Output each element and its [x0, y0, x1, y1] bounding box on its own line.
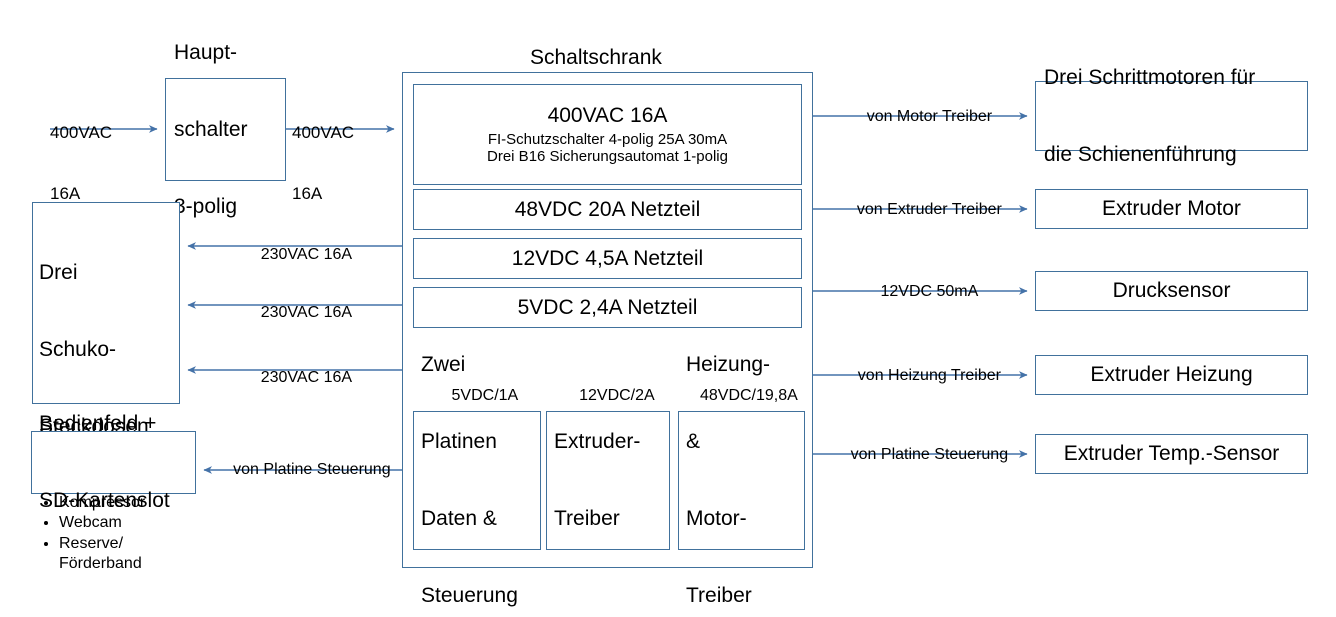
- breaker-line3: Drei B16 Sicherungsautomat 1-polig: [487, 148, 728, 165]
- driver-platinen-line1: Zwei: [421, 353, 466, 377]
- driver-extruder-line2: Treiber: [554, 507, 620, 531]
- socket-feed-text-3: 230VAC 16A: [260, 369, 353, 387]
- schrittmotoren-line1: Drei Schrittmotoren für: [1044, 65, 1256, 89]
- psu-12v-label: 12VDC 4,5A Netzteil: [511, 246, 704, 270]
- cabinet-feed-line1: 400VAC: [292, 122, 355, 142]
- right-feed-label-drucksensor: 12VDC 50mA: [818, 263, 1023, 321]
- driver-box-extruder[interactable]: Extruder- Treiber: [546, 411, 670, 550]
- rail-label-5v-text: 5VDC/1A: [451, 387, 519, 405]
- output-box-extruder-motor[interactable]: Extruder Motor: [1035, 189, 1308, 229]
- psu-box-48v[interactable]: 48VDC 20A Netzteil: [413, 189, 802, 230]
- output-box-temp-sensor[interactable]: Extruder Temp.-Sensor: [1035, 434, 1308, 474]
- right-feed-text-drucksensor: 12VDC 50mA: [880, 283, 979, 301]
- rail-label-48v-text: 48VDC/19,8A: [699, 387, 798, 405]
- list-item: Webcam: [59, 513, 145, 533]
- temp-sensor-label: Extruder Temp.-Sensor: [1063, 442, 1280, 465]
- socket-feed-text-1: 230VAC 16A: [260, 246, 353, 264]
- right-feed-text-motor: von Motor Treiber: [866, 108, 993, 126]
- right-feed-label-tempsensor: von Platine Steuerung: [818, 426, 1023, 484]
- socket-feed-label-1: 230VAC 16A: [205, 226, 390, 284]
- main-switch-line2: schalter: [174, 117, 248, 141]
- right-feed-label-extruder: von Extruder Treiber: [818, 181, 1023, 239]
- rail-label-12v: 12VDC/2A: [552, 367, 664, 425]
- socket-feed-label-3: 230VAC 16A: [205, 349, 390, 407]
- control-panel-feed-label: von Platine Steuerung: [205, 441, 401, 499]
- control-panel-line2: SD-Kartenslot: [39, 489, 170, 513]
- breaker-line2: FI-Schutzschalter 4-polig 25A 30mA: [487, 131, 728, 148]
- main-switch-line1: Haupt-: [174, 40, 238, 64]
- output-box-schrittmotoren[interactable]: Drei Schrittmotoren für die Schienenführ…: [1035, 66, 1308, 166]
- right-feed-label-motor: von Motor Treiber: [818, 88, 1023, 146]
- breaker-panel-box[interactable]: 400VAC 16A FI-Schutzschalter 4-polig 25A…: [413, 84, 802, 185]
- driver-heizung-line2: &: [686, 430, 701, 454]
- psu-box-12v[interactable]: 12VDC 4,5A Netzteil: [413, 238, 802, 279]
- list-item: Reserve/ Förderband: [59, 534, 145, 575]
- schuko-sockets-box[interactable]: Drei Schuko- Steckdosen Kompressor Webca…: [32, 202, 180, 572]
- extruder-heizung-label: Extruder Heizung: [1090, 363, 1253, 386]
- supply-label-line2: 16A: [50, 183, 81, 203]
- supply-label: 400VAC 16A: [50, 82, 112, 245]
- schuko-heading-line1: Drei: [39, 261, 78, 285]
- driver-heizung-line1: Heizung-: [686, 353, 771, 377]
- driver-box-heizung-motor[interactable]: Heizung- & Motor- Treiber: [678, 353, 805, 607]
- driver-platinen-line4: Steuerung: [421, 583, 518, 607]
- control-panel-line1: Bedienfeld +: [39, 412, 157, 436]
- main-switch-box[interactable]: Haupt- schalter 3-polig: [165, 41, 286, 218]
- schuko-items-list: Kompressor Webcam Reserve/ Förderband: [33, 493, 145, 575]
- supply-label-line1: 400VAC: [50, 122, 113, 142]
- right-feed-label-heizung: von Heizung Treiber: [818, 347, 1023, 405]
- right-feed-text-heizung: von Heizung Treiber: [857, 367, 1001, 385]
- right-feed-text-extruder: von Extruder Treiber: [856, 201, 1002, 219]
- rail-label-12v-text: 12VDC/2A: [579, 387, 655, 405]
- driver-extruder-line1: Extruder-: [554, 430, 641, 454]
- control-panel-feed-text: von Platine Steuerung: [233, 461, 391, 479]
- driver-platinen-line3: Daten &: [421, 507, 497, 531]
- cabinet-feed-label: 400VAC 16A: [292, 82, 354, 245]
- output-box-extruder-heizung[interactable]: Extruder Heizung: [1035, 355, 1308, 395]
- driver-heizung-line3: Motor-: [686, 507, 747, 531]
- socket-feed-text-2: 230VAC 16A: [260, 304, 353, 322]
- drucksensor-label: Drucksensor: [1112, 279, 1231, 302]
- driver-box-platinen[interactable]: Zwei Platinen Daten & Steuerung: [413, 353, 541, 607]
- schrittmotoren-line2: die Schienenführung: [1044, 142, 1237, 166]
- driver-heizung-line4: Treiber: [686, 583, 752, 607]
- main-switch-line3: 3-polig: [174, 194, 238, 218]
- schuko-heading-line2: Schuko-: [39, 338, 117, 362]
- driver-platinen-line2: Platinen: [421, 430, 497, 454]
- extruder-motor-label: Extruder Motor: [1102, 197, 1241, 220]
- socket-feed-label-2: 230VAC 16A: [205, 284, 390, 342]
- psu-48v-label: 48VDC 20A Netzteil: [514, 197, 701, 221]
- output-box-drucksensor[interactable]: Drucksensor: [1035, 271, 1308, 311]
- cabinet-feed-line2: 16A: [292, 183, 323, 203]
- control-panel-box[interactable]: Bedienfeld + SD-Kartenslot: [31, 412, 196, 512]
- psu-5v-label: 5VDC 2,4A Netzteil: [517, 295, 698, 319]
- psu-box-5v[interactable]: 5VDC 2,4A Netzteil: [413, 287, 802, 328]
- rail-label-5v: 5VDC/1A: [420, 367, 532, 425]
- cabinet-title: Schaltschrank: [530, 46, 662, 69]
- rail-label-48v: 48VDC/19,8A: [678, 367, 802, 425]
- breaker-title: 400VAC 16A: [547, 104, 668, 127]
- list-item: Kompressor: [59, 493, 145, 513]
- right-feed-text-tempsensor: von Platine Steuerung: [850, 446, 1009, 464]
